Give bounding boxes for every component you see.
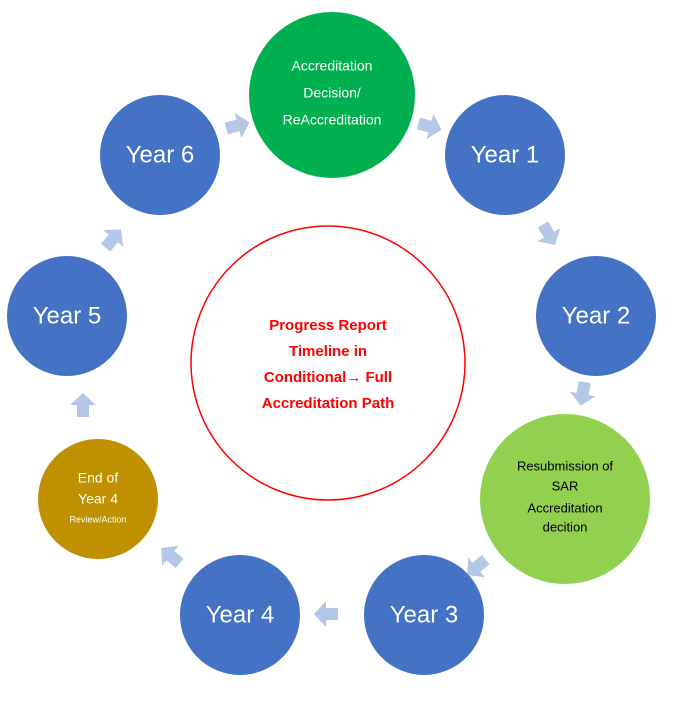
arrow-year2-to-resubmission (569, 381, 596, 406)
node-resubmission-line-3: Accreditation (527, 500, 602, 515)
arrow-year5-to-year6 (100, 229, 124, 252)
node-year-1-circle (445, 95, 565, 215)
node-year-5-label: Year 5 (33, 302, 102, 329)
node-year-3-label: Year 3 (390, 601, 459, 628)
arrow-resubmission-to-year3 (467, 554, 490, 578)
node-end-of-year-4-line-3: Review/Action (69, 514, 126, 524)
node-year-1-label: Year 1 (471, 141, 540, 168)
node-year-6-circle (100, 95, 220, 215)
node-year-3-circle (364, 555, 484, 675)
node-resubmission-line-4: decition (543, 519, 588, 534)
node-year-5-circle (7, 256, 127, 376)
node-accreditation-decision-line-2: Decision/ (303, 85, 361, 101)
node-end-of-year-4: End of Year 4 Review/Action (38, 439, 158, 559)
center-label-line-4: Accreditation Path (262, 395, 395, 412)
node-resubmission-circle (480, 414, 650, 584)
arrow-year4-to-endyear4 (161, 545, 184, 569)
node-year-4: Year 4 (180, 555, 300, 675)
node-accreditation-decision-circle (249, 12, 415, 178)
node-year-1: Year 1 (445, 95, 565, 215)
node-resubmission: Resubmission of SAR Accreditation deciti… (480, 414, 650, 584)
center-circle (190, 225, 466, 501)
node-resubmission-line-2: SAR (552, 478, 579, 493)
center-label-line-3: Conditional→ Full (264, 369, 392, 386)
node-year-6: Year 6 (100, 95, 220, 215)
arrow-year3-to-year4 (314, 601, 338, 627)
connector-arrows (70, 112, 596, 627)
node-year-5: Year 5 (7, 256, 127, 376)
center-circle-group: Progress Report Timeline in Conditional→… (190, 225, 466, 501)
node-year-2-circle (536, 256, 656, 376)
center-label-line-2: Timeline in (289, 343, 367, 360)
node-resubmission-line-1: Resubmission of (517, 458, 613, 473)
arrow-endyear4-to-year5 (70, 393, 96, 417)
node-year-4-label: Year 4 (206, 601, 275, 628)
arrow-year6-to-decision (224, 112, 250, 139)
node-year-6-label: Year 6 (126, 141, 195, 168)
center-label-line-1: Progress Report (269, 317, 387, 334)
node-accreditation-decision-line-1: Accreditation (292, 58, 373, 74)
node-end-of-year-4-line-2: Year 4 (78, 491, 118, 507)
arrow-decision-to-year1 (416, 113, 442, 140)
node-year-2-label: Year 2 (562, 302, 631, 329)
node-accreditation-decision-line-3: ReAccreditation (283, 112, 382, 128)
node-accreditation-decision: Accreditation Decision/ ReAccreditation (249, 12, 415, 178)
arrow-year1-to-year2 (537, 221, 561, 246)
node-year-4-circle (180, 555, 300, 675)
node-year-2: Year 2 (536, 256, 656, 376)
node-end-of-year-4-circle (38, 439, 158, 559)
node-year-3: Year 3 (364, 555, 484, 675)
node-end-of-year-4-line-1: End of (78, 470, 119, 486)
